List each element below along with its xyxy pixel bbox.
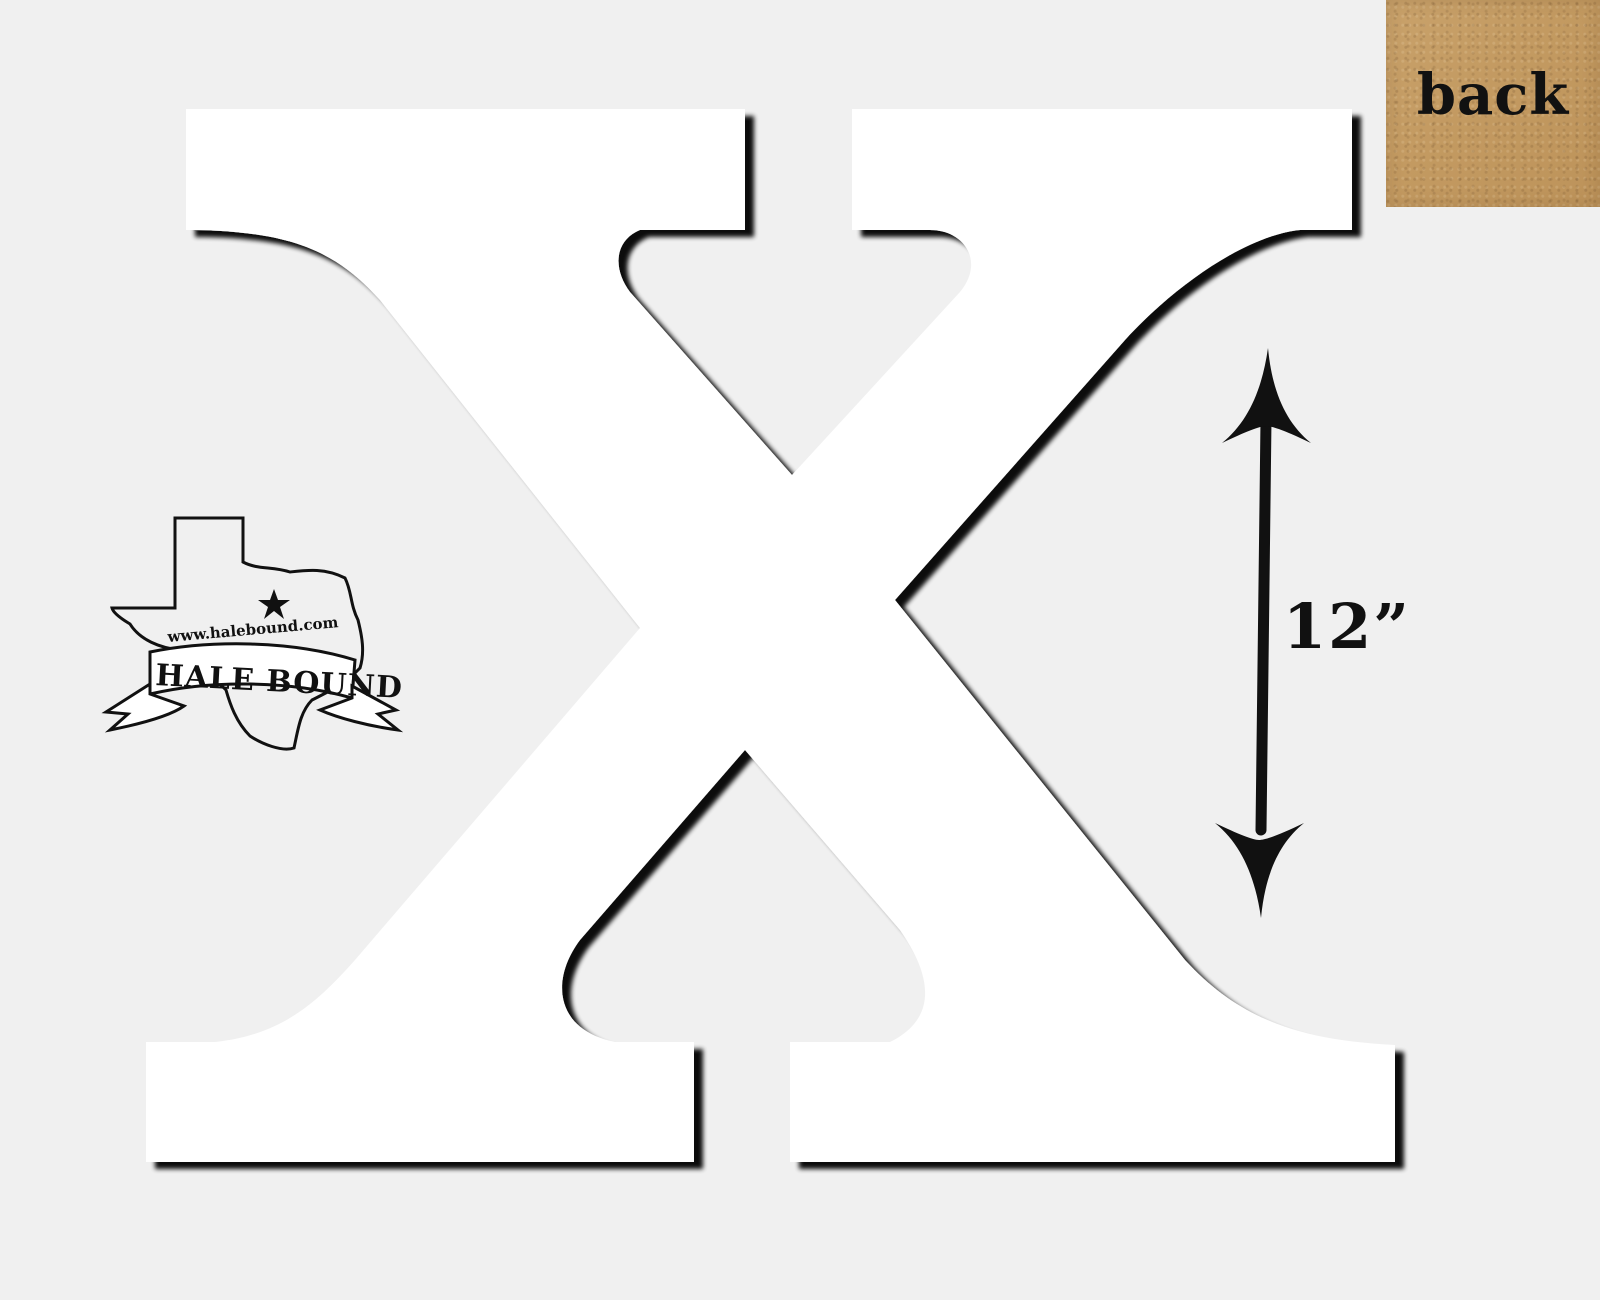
banner-left-tail (101, 681, 188, 733)
back-material-swatch: back (1386, 0, 1600, 207)
hale-bound-logo (101, 516, 404, 751)
logo-brand-name: HALE BOUND (155, 658, 404, 706)
star-icon (258, 589, 290, 619)
logo-url: www.halebound.com (166, 613, 339, 646)
banner-right-tail (316, 683, 404, 733)
texas-state-outline-icon (110, 516, 365, 751)
dimension-label: 12” (1283, 590, 1411, 663)
wooden-letter-x (146, 109, 1395, 1162)
double-headed-arrow-icon (1215, 348, 1311, 918)
back-label: back (1416, 62, 1570, 128)
